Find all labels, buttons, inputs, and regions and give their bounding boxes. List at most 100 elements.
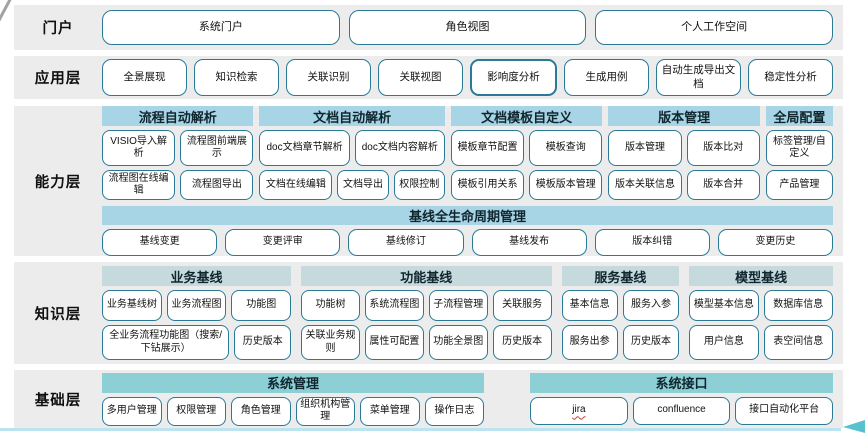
- knowledge-group-model-baseline: 模型基线 模型基本信息数据库信息 用户信息表空间信息: [689, 266, 834, 360]
- layer-label-capability: 能力层: [34, 174, 82, 191]
- feature-box: 用户信息: [689, 325, 759, 360]
- feature-box: 基线修订: [348, 229, 464, 256]
- feature-box: 菜单管理: [360, 396, 420, 426]
- feature-box: 全业务流程功能图（搜索/下钻展示）: [102, 325, 230, 360]
- feature-box: 自动生成导出文档: [656, 59, 741, 96]
- feature-box: 基线变更: [102, 229, 218, 256]
- knowledge-box-row: 全业务流程功能图（搜索/下钻展示）历史版本: [102, 325, 292, 360]
- feature-box: confluence: [632, 396, 731, 425]
- knowledge-box-row: 业务基线树业务流程图功能图: [102, 290, 292, 321]
- capability-box-row: 模板章节配置模板查询: [450, 130, 603, 166]
- feature-box: 模板查询: [529, 130, 603, 166]
- capability-group-template-custom: 文档模板自定义 模板章节配置模板查询 模板引用关系模板版本管理: [450, 106, 603, 200]
- capability-box-row: 版本管理版本比对: [608, 130, 760, 166]
- feature-box: jira: [530, 396, 628, 425]
- feature-box: 关联识别: [286, 59, 371, 96]
- feature-box: 模板章节配置: [450, 130, 525, 166]
- feature-box: 服务入参: [622, 290, 680, 321]
- capability-group-process-parsing: 流程自动解析 VISIO导入解析流程图前端展示 流程图在线编辑流程图导出: [102, 106, 254, 200]
- feature-box: 系统流程图: [364, 290, 424, 321]
- feature-box: 版本管理: [608, 130, 682, 166]
- feature-box: 系统门户: [102, 10, 340, 45]
- feature-box: 功能树: [301, 290, 360, 321]
- feature-box: 服务出参: [561, 325, 618, 360]
- knowledge-box-row: 用户信息表空间信息: [689, 325, 834, 360]
- feature-box: 流程图在线编辑: [102, 170, 176, 200]
- feature-box: 历史版本: [234, 325, 292, 360]
- feature-box: 角色视图: [348, 10, 587, 45]
- feature-box: 权限控制: [393, 170, 445, 200]
- left-arrow-icon: [843, 420, 865, 433]
- foundation-group-header: 系统管理: [102, 372, 485, 393]
- knowledge-box-row: 功能树系统流程图子流程管理关联服务: [301, 290, 552, 321]
- knowledge-box-row: 服务出参历史版本: [561, 325, 680, 360]
- capability-box-row: 流程图在线编辑流程图导出: [102, 170, 254, 200]
- feature-box: 属性可配置: [364, 325, 424, 360]
- feature-box: 历史版本: [622, 325, 680, 360]
- foundation-groups: 系统管理 多用户管理权限管理角色管理组织机构管理菜单管理操作日志 系统接口 ji…: [102, 372, 833, 426]
- knowledge-box-row: 关联业务规则属性可配置功能全景图历史版本: [301, 325, 552, 360]
- feature-box: doc文档内容解析: [354, 130, 445, 166]
- layer-label-portal: 门户: [42, 21, 74, 37]
- portal-boxes: 系统门户角色视图个人工作空间: [102, 10, 834, 45]
- feature-box: 关联服务: [492, 290, 552, 321]
- feature-box: 版本关联信息: [608, 170, 682, 200]
- foundation-group-system-mgmt: 系统管理 多用户管理权限管理角色管理组织机构管理菜单管理操作日志: [102, 372, 485, 426]
- feature-box: 版本比对: [686, 130, 760, 166]
- knowledge-group-service-baseline: 服务基线 基本信息服务入参 服务出参历史版本: [561, 266, 680, 360]
- layer-capability: 能力层 流程自动解析 VISIO导入解析流程图前端展示 流程图在线编辑流程图导出…: [14, 106, 843, 256]
- page-corner-fold: [0, 0, 13, 23]
- feature-box: 功能图: [231, 290, 292, 321]
- capability-group-header: 版本管理: [608, 106, 760, 126]
- capability-box-row: 文档在线编辑文档导出权限控制: [259, 170, 445, 200]
- knowledge-groups: 业务基线 业务基线树业务流程图功能图 全业务流程功能图（搜索/下钻展示）历史版本…: [102, 266, 834, 360]
- capability-box-row: 版本关联信息版本合并: [608, 170, 760, 200]
- feature-box: 流程图导出: [180, 170, 254, 200]
- feature-box: 文档导出: [337, 170, 389, 200]
- capability-group-global-config: 全局配置 标签管理/自定义 产品管理: [765, 106, 833, 200]
- feature-box: 业务流程图: [166, 290, 227, 321]
- capability-group-version-mgmt: 版本管理 版本管理版本比对 版本关联信息版本合并: [608, 106, 760, 200]
- foundation-box-row: 多用户管理权限管理角色管理组织机构管理菜单管理操作日志: [102, 396, 485, 426]
- feature-box: 数据库信息: [763, 290, 834, 321]
- feature-box: 业务基线树: [102, 290, 162, 321]
- feature-box: 文档在线编辑: [259, 170, 333, 200]
- feature-box: 产品管理: [765, 170, 833, 200]
- knowledge-group-function-baseline: 功能基线 功能树系统流程图子流程管理关联服务 关联业务规则属性可配置功能全景图历…: [301, 266, 552, 360]
- knowledge-group-business-baseline: 业务基线 业务基线树业务流程图功能图 全业务流程功能图（搜索/下钻展示）历史版本: [102, 266, 292, 360]
- capability-group-header: 文档自动解析: [259, 106, 445, 126]
- layer-label-knowledge: 知识层: [34, 306, 82, 323]
- layer-application: 应用层 全景展现知识检索关联识别关联视图影响度分析生成用例自动生成导出文档稳定性…: [14, 56, 843, 99]
- feature-box: 基线发布: [471, 229, 587, 256]
- knowledge-box-row: 模型基本信息数据库信息: [689, 290, 834, 321]
- feature-box: 流程图前端展示: [180, 130, 254, 166]
- feature-box: 表空间信息: [763, 325, 834, 360]
- feature-box: 操作日志: [424, 396, 485, 426]
- feature-box: 知识检索: [194, 59, 279, 96]
- knowledge-group-header: 功能基线: [301, 266, 552, 286]
- feature-box: 多用户管理: [102, 396, 162, 426]
- feature-box: 历史版本: [492, 325, 552, 360]
- foundation-group-header: 系统接口: [530, 372, 833, 393]
- layer-label-foundation: 基础层: [34, 392, 82, 409]
- feature-box: 影响度分析: [470, 59, 557, 96]
- feature-box: VISIO导入解析: [102, 130, 176, 166]
- feature-box: doc文档章节解析: [259, 130, 350, 166]
- capability-box-row: 产品管理: [765, 170, 833, 200]
- capability-group-header: 全局配置: [765, 106, 833, 126]
- feature-box: 组织机构管理: [295, 396, 356, 426]
- feature-box: 模板引用关系: [450, 170, 525, 200]
- capability-box-row: 模板引用关系模板版本管理: [450, 170, 603, 200]
- application-boxes: 全景展现知识检索关联识别关联视图影响度分析生成用例自动生成导出文档稳定性分析: [102, 59, 833, 96]
- feature-box: 接口自动化平台: [735, 396, 833, 425]
- feature-box: 模型基本信息: [689, 290, 759, 321]
- feature-box: 变更历史: [717, 229, 834, 256]
- feature-box: 标签管理/自定义: [765, 130, 833, 166]
- knowledge-group-header: 服务基线: [561, 266, 680, 286]
- layer-foundation: 基础层 系统管理 多用户管理权限管理角色管理组织机构管理菜单管理操作日志 系统接…: [14, 370, 843, 428]
- feature-box: 版本纠错: [594, 229, 710, 256]
- feature-box: 基本信息: [561, 290, 618, 321]
